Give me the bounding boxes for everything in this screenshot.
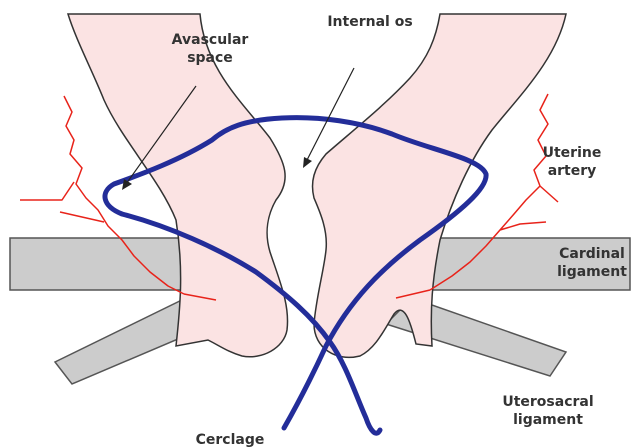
avascular-label-line2: space bbox=[187, 50, 233, 66]
avascular-label-line1: Avascular bbox=[172, 32, 249, 48]
uterine-artery-label-line1: Uterine bbox=[543, 145, 602, 161]
cardinal-ligament-label-line2: ligament bbox=[557, 264, 627, 280]
cardinal-ligament-left bbox=[10, 238, 196, 290]
cerclage-label: Cerclage bbox=[196, 432, 265, 448]
uterosacral-ligament-label-line1: Uterosacral bbox=[502, 394, 593, 410]
uterosacral-ligament-label-line2: ligament bbox=[513, 412, 583, 428]
internal-os-label: Internal os bbox=[327, 14, 412, 30]
uterine-artery-label-line2: artery bbox=[548, 163, 597, 179]
cardinal-ligament-label-line1: Cardinal bbox=[559, 246, 625, 262]
